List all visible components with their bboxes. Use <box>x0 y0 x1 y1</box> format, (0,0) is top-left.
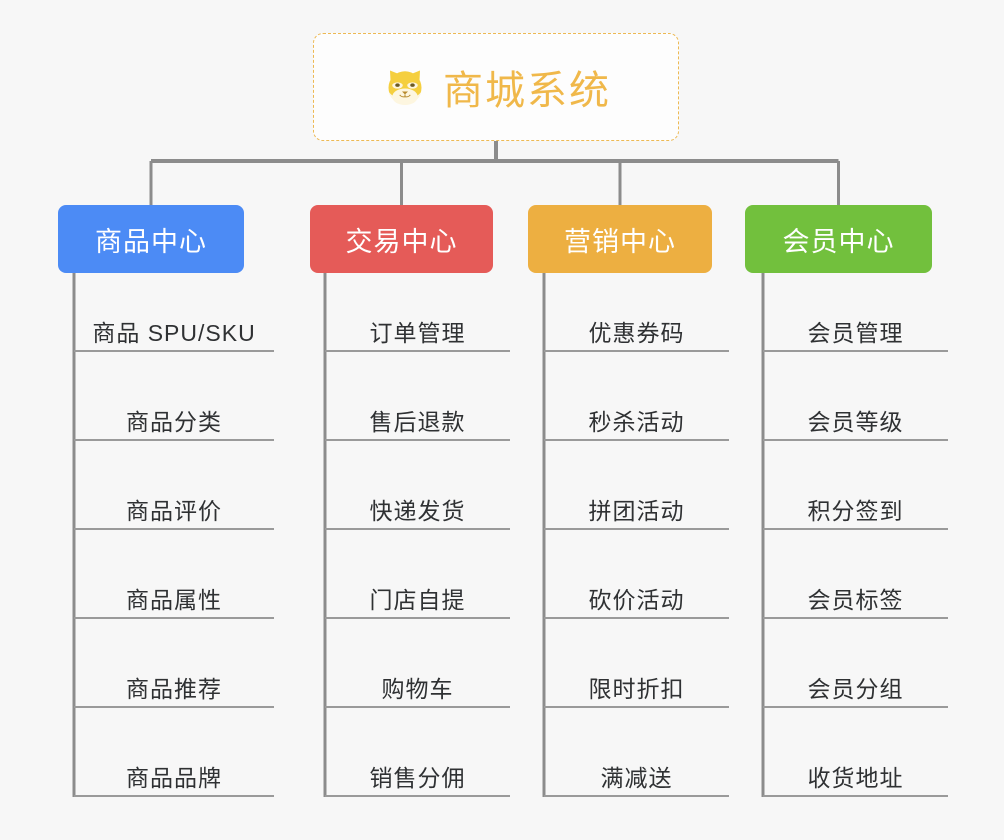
leaf-item-label: 订单管理 <box>369 319 466 346</box>
leaf-item[interactable]: 收货地址 <box>763 737 948 797</box>
branch-header-member-center[interactable]: 会员中心 <box>745 205 932 273</box>
leaf-item[interactable]: 优惠券码 <box>544 292 729 352</box>
leaf-item-label: 限时折扣 <box>588 675 685 702</box>
leaf-item-label: 商品推荐 <box>126 675 222 702</box>
branch-header-label: 会员中心 <box>782 226 895 257</box>
leaf-item[interactable]: 会员管理 <box>763 292 948 352</box>
leaf-item[interactable]: 商品分类 <box>74 381 274 441</box>
leaf-item-label: 门店自提 <box>369 586 466 613</box>
leaf-item[interactable]: 快递发货 <box>325 470 510 530</box>
branch-header-label: 交易中心 <box>345 226 458 257</box>
leaf-item[interactable]: 拼团活动 <box>544 470 729 530</box>
root-title: 商城系统 <box>443 69 611 113</box>
leaf-item[interactable]: 商品评价 <box>74 470 274 530</box>
branch-header-label: 营销中心 <box>564 226 676 257</box>
leaf-item-label: 优惠券码 <box>588 319 685 346</box>
leaf-item[interactable]: 砍价活动 <box>544 559 729 619</box>
root-node[interactable]: 商城系统 <box>313 33 679 141</box>
leaf-item[interactable]: 售后退款 <box>325 381 510 441</box>
leaf-item[interactable]: 满减送 <box>544 737 729 797</box>
leaf-item-label: 砍价活动 <box>588 586 685 613</box>
leaf-item[interactable]: 限时折扣 <box>544 648 729 708</box>
leaf-item[interactable]: 会员分组 <box>763 648 948 708</box>
leaf-item[interactable]: 会员等级 <box>763 381 948 441</box>
leaf-item-label: 会员等级 <box>807 408 904 435</box>
leaf-item[interactable]: 商品品牌 <box>74 737 274 797</box>
leaf-item-label: 拼团活动 <box>588 497 685 524</box>
leaf-item[interactable]: 商品属性 <box>74 559 274 619</box>
leaf-item-label: 商品评价 <box>126 497 222 524</box>
leaf-item-label: 会员标签 <box>807 586 904 613</box>
branch-header-marketing-center[interactable]: 营销中心 <box>528 205 712 273</box>
leaf-item-label: 快递发货 <box>369 497 466 524</box>
leaf-item-label: 购物车 <box>381 675 454 702</box>
branch-header-label: 商品中心 <box>95 226 207 257</box>
leaf-item-label: 商品品牌 <box>126 764 222 791</box>
leaf-item-label: 商品属性 <box>126 586 222 613</box>
leaf-item[interactable]: 商品 SPU/SKU <box>74 292 274 352</box>
leaf-item-label: 售后退款 <box>369 408 466 435</box>
leaf-item[interactable]: 销售分佣 <box>325 737 510 797</box>
leaf-item-label: 会员管理 <box>807 319 904 346</box>
leaf-item-label: 商品分类 <box>126 408 222 435</box>
leaf-item[interactable]: 商品推荐 <box>74 648 274 708</box>
leaf-item-label: 销售分佣 <box>369 764 466 791</box>
leaf-item[interactable]: 购物车 <box>325 648 510 708</box>
leaf-item-label: 积分签到 <box>807 497 904 524</box>
leaf-item[interactable]: 订单管理 <box>325 292 510 352</box>
leaf-item-label: 商品 SPU/SKU <box>92 319 256 346</box>
leaf-item[interactable]: 积分签到 <box>763 470 948 530</box>
dog-face-icon <box>381 63 429 111</box>
leaf-item-label: 秒杀活动 <box>588 408 685 435</box>
leaf-item-label: 会员分组 <box>807 675 904 702</box>
leaf-item[interactable]: 门店自提 <box>325 559 510 619</box>
branch-header-product-center[interactable]: 商品中心 <box>58 205 244 273</box>
branch-header-trade-center[interactable]: 交易中心 <box>310 205 493 273</box>
leaf-item-label: 满减送 <box>600 764 673 791</box>
leaf-item[interactable]: 秒杀活动 <box>544 381 729 441</box>
leaf-item-label: 收货地址 <box>807 764 904 791</box>
leaf-item[interactable]: 会员标签 <box>763 559 948 619</box>
